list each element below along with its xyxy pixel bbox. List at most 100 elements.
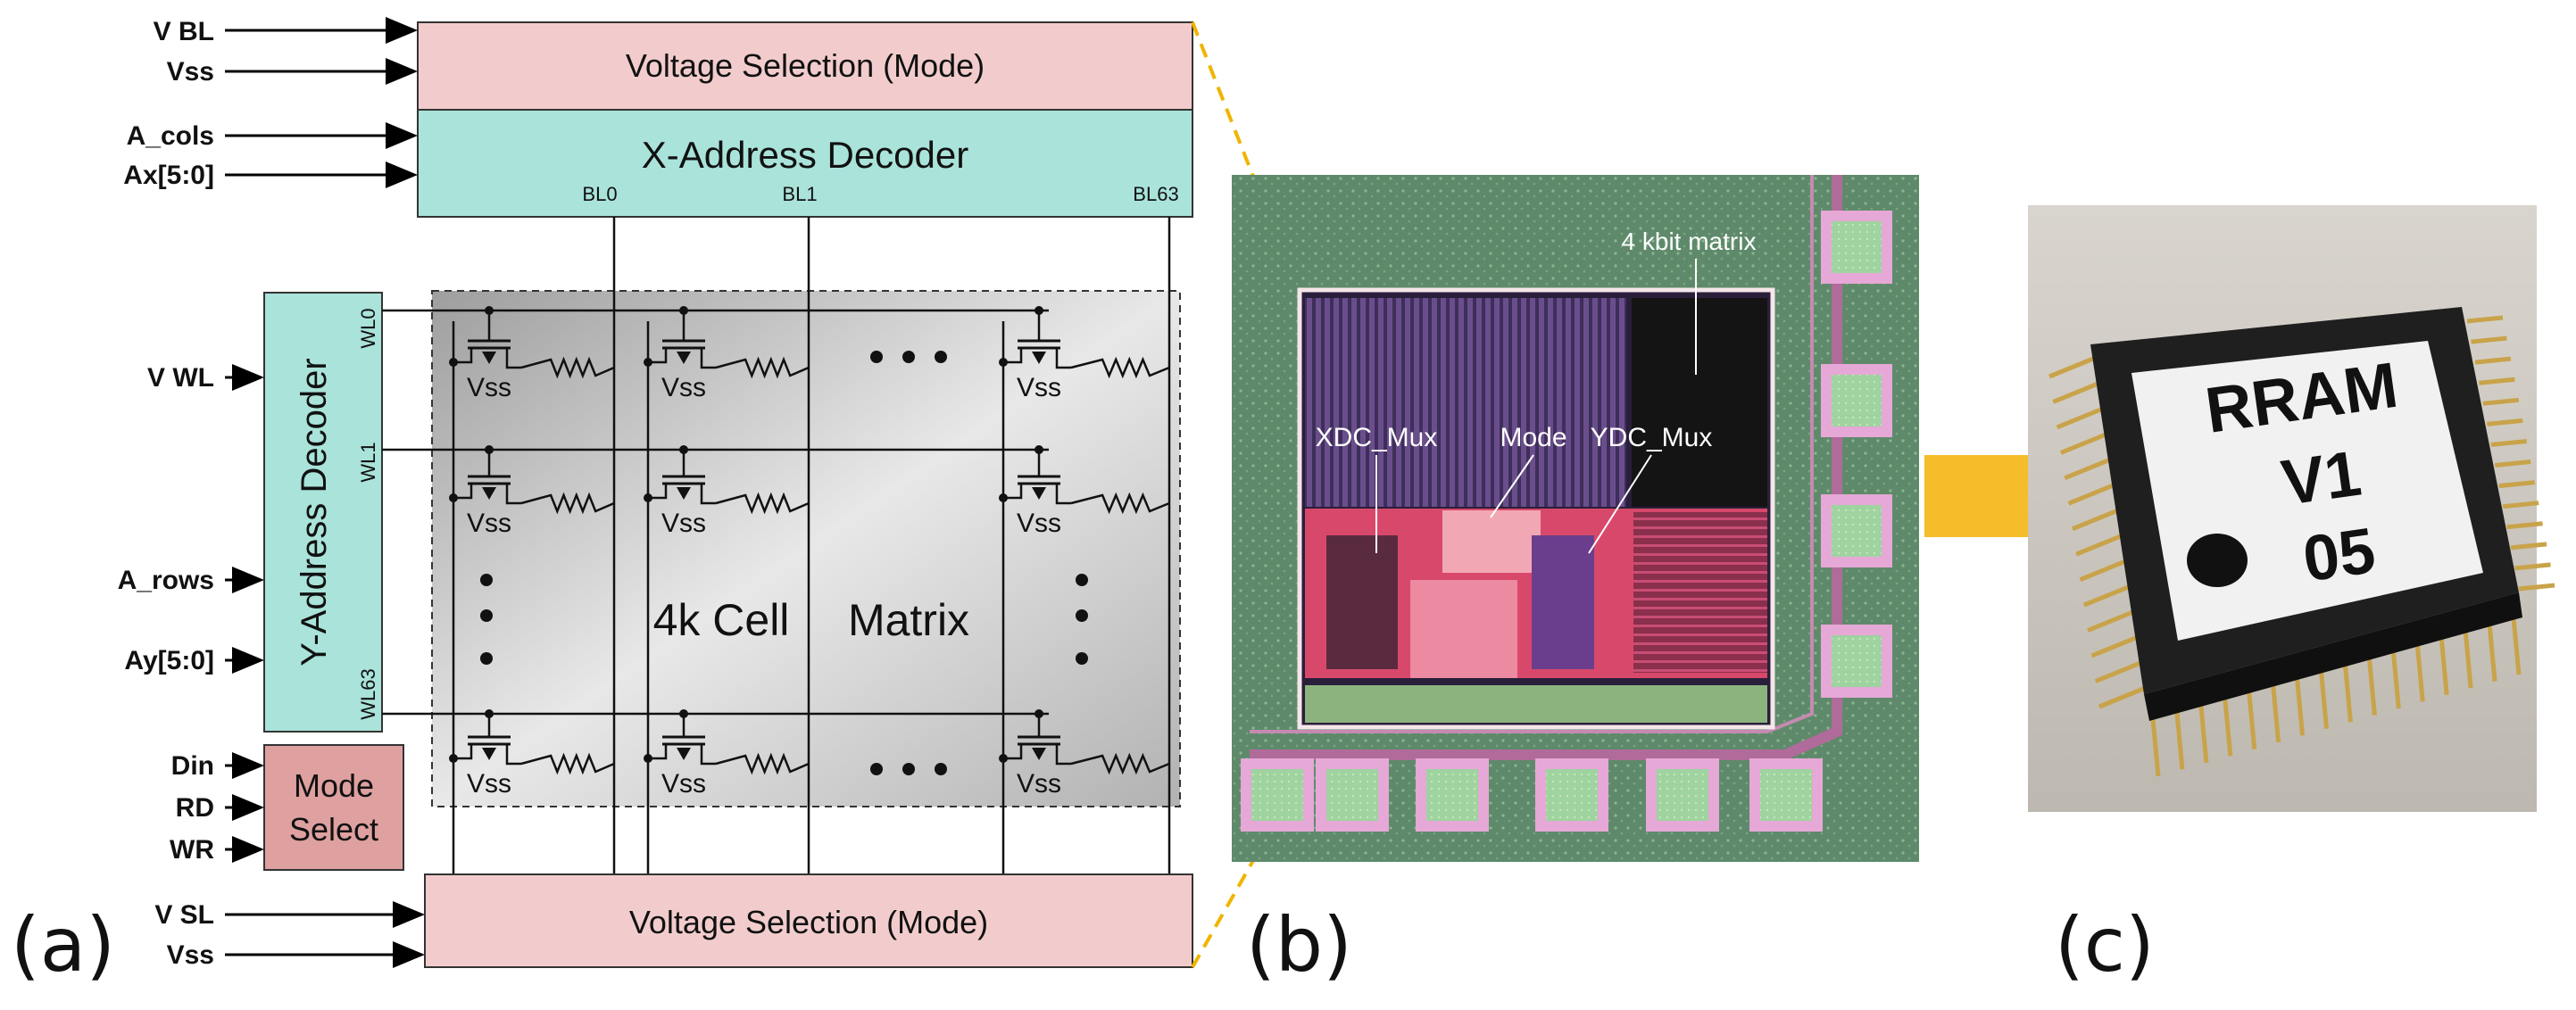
matrix-label-1: 4k Cell	[653, 595, 790, 645]
package-pin	[2342, 664, 2353, 723]
package-pin	[2439, 637, 2449, 696]
package-pin	[2482, 397, 2520, 406]
package-label-line2: V1	[2277, 437, 2364, 518]
mode-select-block	[263, 744, 404, 871]
memory-cell: Vss	[449, 709, 615, 799]
bitline-label-bl0: BL0	[582, 183, 617, 205]
package-label-line3: 05	[2298, 515, 2379, 595]
package-pin	[2487, 624, 2497, 682]
memory-cell: Vss	[644, 709, 810, 799]
input-label-ay: Ay[5:0]	[124, 646, 214, 675]
die-block-logic	[1410, 580, 1517, 678]
y-address-decoder-block	[263, 292, 383, 733]
die-label-xdc: XDC_Mux	[1316, 423, 1438, 452]
package-pin	[2490, 438, 2528, 447]
cell-vss-label: Vss	[467, 769, 511, 799]
die-leader-mode	[1490, 454, 1534, 518]
memory-cell: Vss	[449, 306, 615, 402]
die-photo-panel: 4 kbit matrix XDC_Mux Mode YDC_Mux (b)	[1232, 175, 1919, 989]
package-pin	[2366, 658, 2377, 716]
voltage-selection-top-block	[417, 21, 1193, 111]
wordline-label-wl63: WL63	[357, 668, 379, 719]
package-pin	[2479, 377, 2515, 385]
input-label-rd: RD	[176, 793, 214, 823]
package-pin1-dot	[2187, 534, 2248, 587]
package-pin	[2295, 678, 2306, 736]
package-pin	[2463, 630, 2473, 689]
cell-vss-label: Vss	[1017, 373, 1061, 402]
die-label-matrix: 4 kbit matrix	[1622, 228, 1757, 255]
package-pin	[2067, 481, 2118, 506]
input-label-vss-top: Vss	[167, 57, 214, 87]
wordline-label-wl0: WL0	[357, 308, 379, 348]
package-pin	[2087, 608, 2138, 633]
package-pin	[2466, 315, 2504, 324]
x-address-decoder-block	[417, 109, 1193, 218]
memory-cell: Vss	[999, 306, 1170, 402]
die-block-mode	[1442, 510, 1541, 573]
die-core-stripes	[1305, 298, 1626, 507]
package-pin	[2247, 691, 2257, 749]
package-pin	[2511, 617, 2522, 675]
memory-cell: Vss	[999, 709, 1170, 799]
package-pin	[2471, 335, 2507, 344]
package-pin	[2414, 644, 2425, 702]
ellipsis-dots	[480, 351, 1088, 775]
die-label-mode: Mode	[1500, 423, 1566, 452]
input-label-ax: Ax[5:0]	[123, 161, 214, 190]
package-pin	[2048, 354, 2098, 379]
package-pin	[2174, 712, 2185, 770]
package-pin	[2198, 705, 2209, 764]
input-label-vbl: V BL	[154, 17, 214, 46]
mode-select-label-1: Mode	[294, 767, 374, 804]
package-pin	[2056, 405, 2107, 430]
input-label-vsl: V SL	[154, 900, 214, 930]
die-mux-stripes	[1633, 512, 1767, 673]
schematic-panel: Voltage Selection (Mode) X-Address Decod…	[11, 17, 1193, 989]
package-pin	[2319, 671, 2330, 730]
package-pin	[2094, 659, 2145, 683]
memory-cell: Vss	[644, 306, 810, 402]
input-label-wr: WR	[170, 835, 214, 865]
package-pin	[2390, 650, 2401, 709]
bond-pads-right	[1821, 211, 1892, 698]
die-leader-ydc	[1588, 454, 1652, 554]
voltage-selection-bottom-label: Voltage Selection (Mode)	[629, 904, 988, 940]
cell-vss-label: Vss	[1017, 769, 1061, 799]
package-pin	[2075, 532, 2126, 557]
wordline-label-wl1: WL1	[357, 442, 379, 482]
y-address-decoder-label: Y-Address Decoder	[295, 358, 334, 666]
package-body-side	[2144, 592, 2522, 721]
sourcelines	[452, 321, 1005, 874]
package-pin	[2223, 698, 2233, 757]
package-pin	[2494, 459, 2531, 468]
mode-select-label-2: Select	[289, 811, 378, 848]
voltage-selection-top-label: Voltage Selection (Mode)	[626, 47, 985, 84]
package-pins	[2048, 315, 2555, 777]
die-label-ydc: YDC_Mux	[1591, 423, 1713, 452]
input-label-a-cols: A_cols	[127, 121, 214, 151]
package-pin	[2487, 418, 2523, 426]
panel-label-b: (b)	[1246, 901, 1352, 989]
package-pin	[2150, 718, 2161, 777]
package-pin	[2090, 633, 2141, 658]
panel-label-c: (c)	[2055, 901, 2155, 989]
bond-pads-bottom	[1241, 758, 1823, 832]
voltage-selection-bottom-block	[424, 873, 1193, 968]
cell-vss-label: Vss	[661, 509, 706, 538]
die-matrix-region	[1632, 298, 1767, 507]
x-address-decoder-label: X-Address Decoder	[642, 134, 969, 176]
package-pin	[2506, 521, 2543, 530]
input-label-vwl: V WL	[147, 363, 214, 393]
input-label-vss-bottom: Vss	[167, 940, 214, 970]
input-label-din: Din	[171, 751, 214, 781]
die-bottom-strip	[1305, 685, 1767, 723]
cell-vss-label: Vss	[1017, 509, 1061, 538]
package-pin	[2514, 562, 2551, 571]
die-seal-ring-inner	[1250, 175, 1814, 733]
package-pin	[2082, 583, 2133, 608]
memory-cell: Vss	[999, 445, 1170, 538]
package-pin	[2510, 542, 2547, 551]
